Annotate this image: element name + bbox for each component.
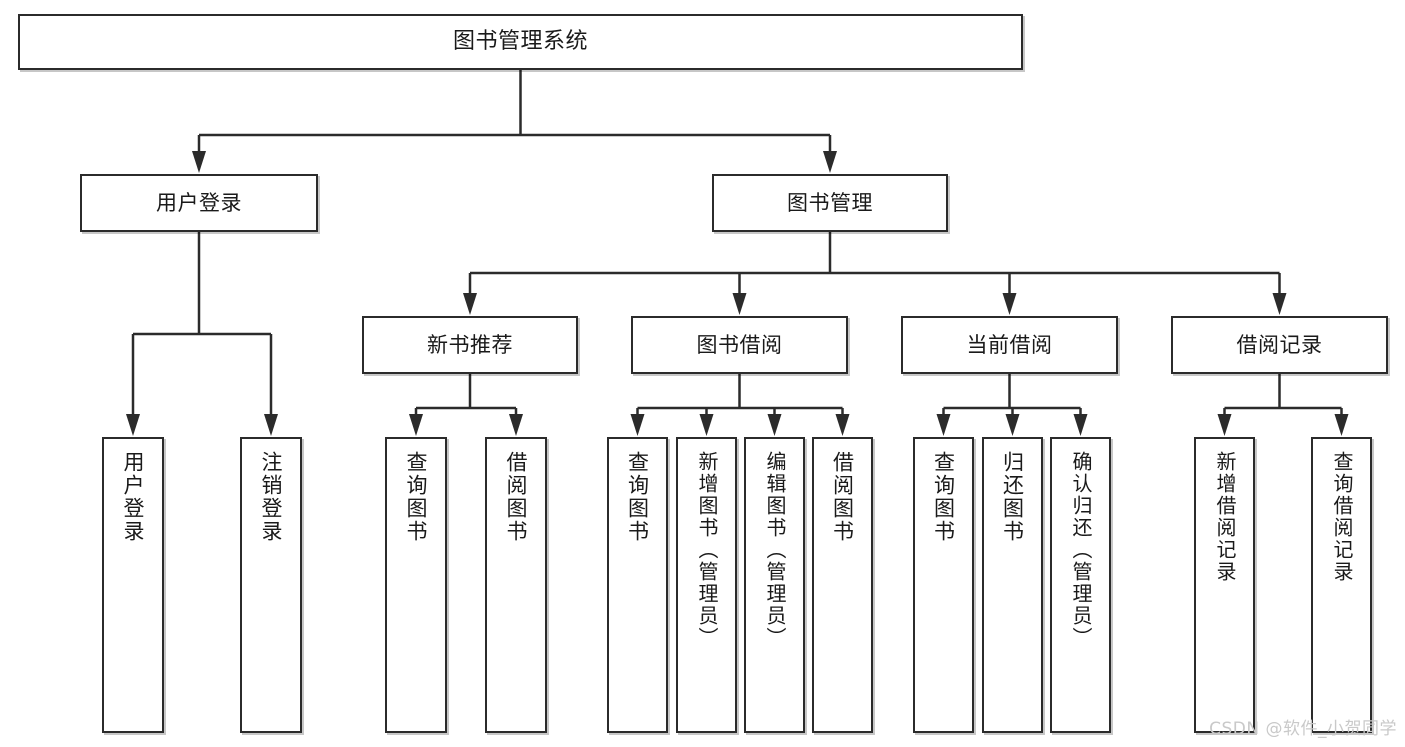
edge-arrowhead — [699, 414, 714, 436]
edge-arrowhead — [1073, 414, 1088, 436]
node-n-query[interactable]: 查询图书 — [385, 437, 447, 733]
node-records[interactable]: 借阅记录 — [1171, 316, 1388, 374]
node-current[interactable]: 当前借阅 — [901, 316, 1118, 374]
node-c-return[interactable]: 归还图书 — [982, 437, 1043, 733]
edge-arrowhead — [409, 414, 423, 436]
node-label: 注销登录 — [259, 451, 284, 543]
node-l-login[interactable]: 用户登录 — [102, 437, 164, 733]
edge-arrowhead — [509, 414, 523, 436]
edge-arrowhead — [732, 293, 747, 315]
node-b-borrow[interactable]: 借阅图书 — [812, 437, 873, 733]
node-label: 确认归还（管理员） — [1069, 451, 1093, 649]
node-b-edit[interactable]: 编辑图书（管理员） — [744, 437, 805, 733]
node-b-query[interactable]: 查询图书 — [607, 437, 668, 733]
node-label: 图书管理 — [787, 190, 873, 215]
edge-arrowhead — [126, 414, 140, 436]
node-label: 查询图书 — [404, 451, 429, 543]
edge-arrowhead — [463, 293, 477, 315]
node-label: 图书借阅 — [696, 332, 783, 357]
node-label: 新增图书（管理员） — [695, 451, 719, 649]
node-root[interactable]: 图书管理系统 — [18, 14, 1023, 70]
edge-arrowhead — [1217, 414, 1232, 436]
node-label: 查询借阅记录 — [1330, 451, 1354, 583]
node-label: 图书管理系统 — [452, 29, 588, 55]
edge-arrowhead — [823, 151, 837, 173]
node-r-query[interactable]: 查询借阅记录 — [1311, 437, 1372, 733]
edge-arrowhead — [264, 414, 278, 436]
node-l-logout[interactable]: 注销登录 — [240, 437, 302, 733]
node-n-borrow[interactable]: 借阅图书 — [485, 437, 547, 733]
node-label: 新增借阅记录 — [1213, 451, 1237, 583]
node-label: 借阅记录 — [1236, 332, 1323, 357]
edge-arrowhead — [767, 414, 782, 436]
node-label: 查询图书 — [625, 451, 650, 543]
node-login[interactable]: 用户登录 — [80, 174, 318, 232]
edge-arrowhead — [1005, 414, 1020, 436]
node-label: 借阅图书 — [504, 451, 529, 543]
watermark-label: CSDN @软件_小贺同学 — [1209, 719, 1397, 739]
node-label: 查询图书 — [931, 451, 956, 543]
node-b-add[interactable]: 新增图书（管理员） — [676, 437, 737, 733]
edge-arrowhead — [1272, 293, 1287, 315]
node-bookmgmt[interactable]: 图书管理 — [712, 174, 948, 232]
edge-arrowhead — [630, 414, 645, 436]
node-r-add[interactable]: 新增借阅记录 — [1194, 437, 1255, 733]
node-label: 用户登录 — [121, 451, 146, 543]
node-label: 用户登录 — [156, 190, 242, 215]
node-label: 归还图书 — [1000, 451, 1025, 543]
node-label: 当前借阅 — [966, 332, 1053, 357]
node-label: 新书推荐 — [427, 332, 513, 357]
node-c-confirm[interactable]: 确认归还（管理员） — [1050, 437, 1111, 733]
node-label: 编辑图书（管理员） — [763, 451, 787, 649]
node-label: 借阅图书 — [830, 451, 855, 543]
node-borrow[interactable]: 图书借阅 — [631, 316, 848, 374]
edge-arrowhead — [835, 414, 850, 436]
edge-arrowhead — [1334, 414, 1349, 436]
node-newbooks[interactable]: 新书推荐 — [362, 316, 578, 374]
edge-arrowhead — [1002, 293, 1017, 315]
edge-arrowhead — [936, 414, 951, 436]
edge-arrowhead — [192, 151, 206, 173]
node-c-query[interactable]: 查询图书 — [913, 437, 974, 733]
